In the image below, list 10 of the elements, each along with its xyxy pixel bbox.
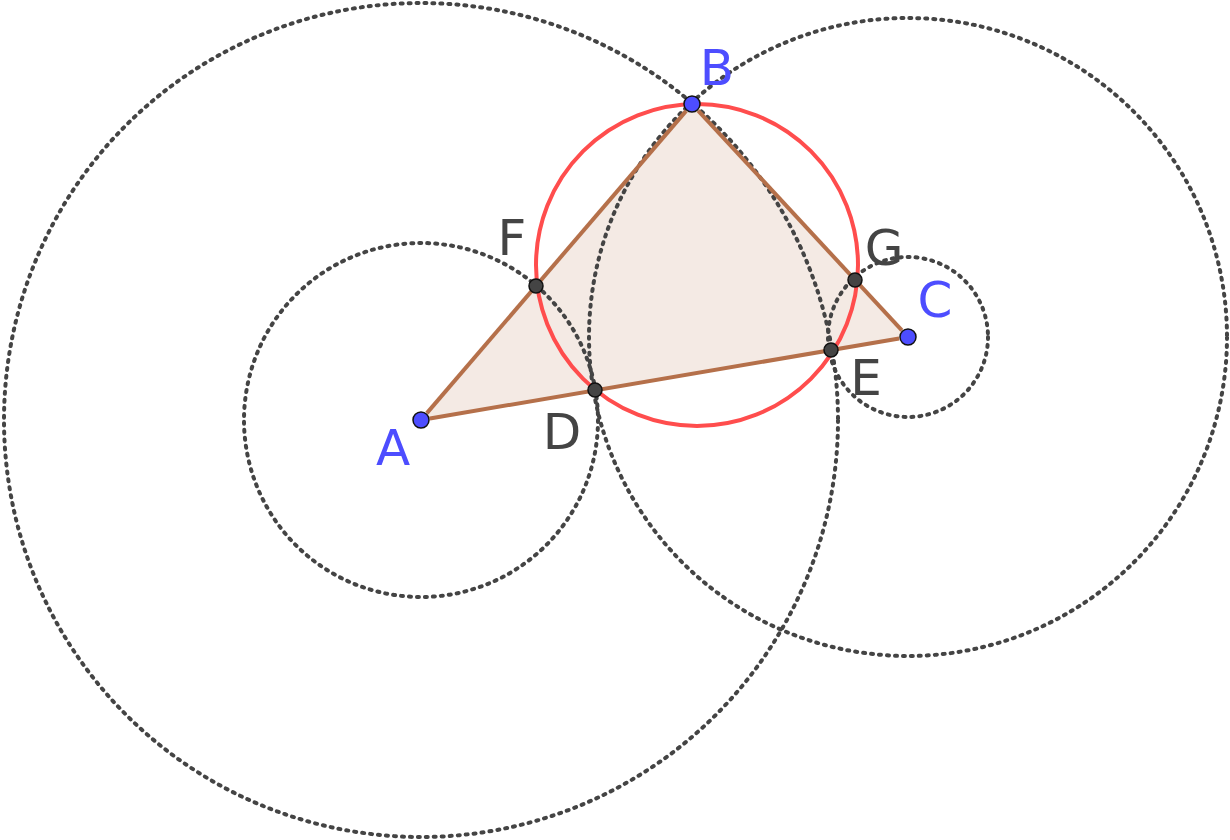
point-label: G bbox=[864, 223, 904, 273]
point-label: C bbox=[917, 275, 953, 325]
point-label: E bbox=[850, 353, 882, 403]
line-segment bbox=[696, 109, 904, 332]
line-segment bbox=[425, 109, 688, 415]
point-label: B bbox=[699, 43, 735, 93]
point-label: A bbox=[375, 423, 411, 473]
line-segment bbox=[429, 336, 900, 421]
point-label: D bbox=[542, 407, 582, 457]
point-label: F bbox=[497, 213, 527, 263]
